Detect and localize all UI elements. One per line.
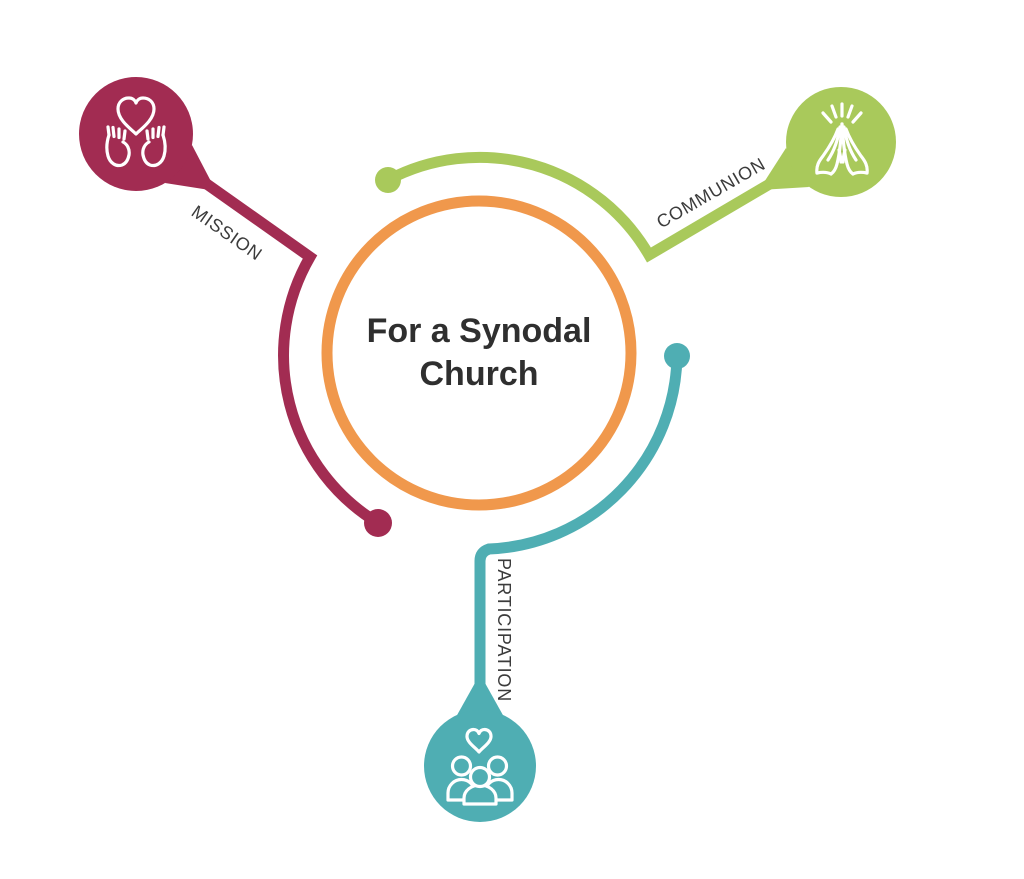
communion-node-tail [759, 148, 809, 190]
participation-connector-line [474, 355, 683, 766]
participation-node-tail [456, 674, 504, 717]
participation-branch [424, 343, 690, 822]
mission-connector-line [132, 129, 381, 528]
mission-node-tail [165, 145, 216, 191]
mission-end-dot [364, 509, 392, 537]
center-title-line1: For a Synodal [366, 312, 592, 351]
hands-holding-heart-icon [105, 96, 167, 168]
mission-branch [79, 77, 392, 537]
communion-end-dot [375, 167, 401, 193]
praying-hands-icon [815, 102, 869, 176]
communion-branch [375, 87, 896, 263]
center-ring [321, 195, 637, 511]
communion-connector-line [385, 137, 844, 263]
center-title-line2: Church [419, 355, 539, 393]
center-title: For a Synodal Church [329, 297, 629, 409]
participation-end-dot [664, 343, 690, 369]
people-with-heart-icon [446, 727, 514, 806]
participation-label: PARTICIPATION [494, 557, 514, 703]
